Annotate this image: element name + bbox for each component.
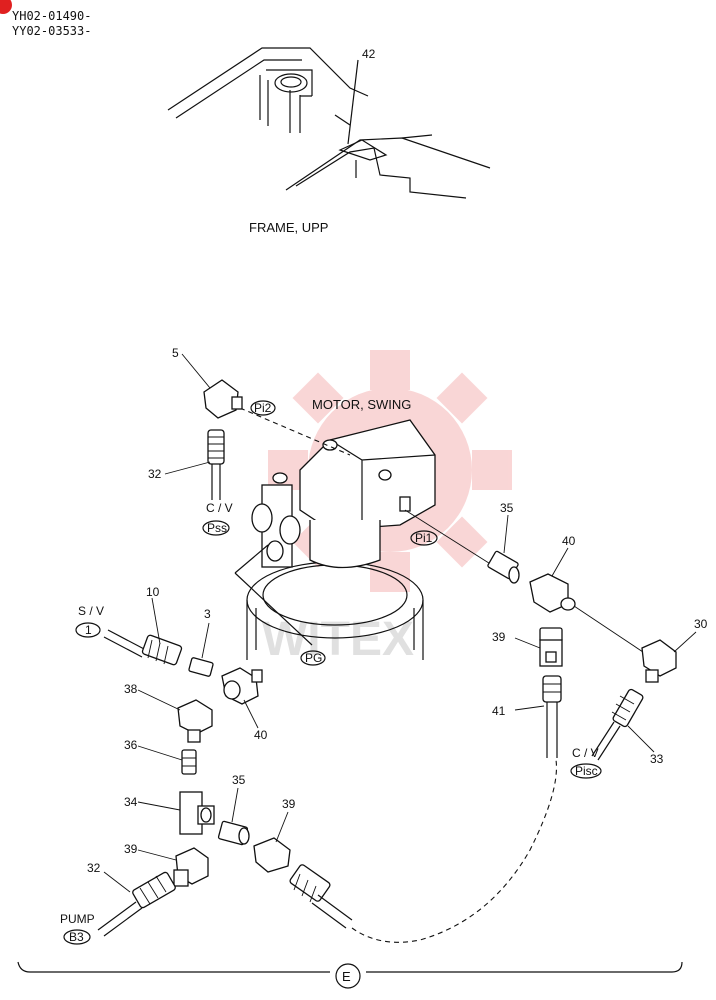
callout-33: 33	[650, 752, 664, 766]
callout-3: 3	[204, 607, 211, 621]
section-bracket-right	[366, 961, 683, 973]
callout-34: 34	[124, 795, 138, 809]
label-sv: S / V	[78, 604, 104, 618]
elbow-fitting-5	[181, 353, 243, 419]
callout-35-mid: 35	[232, 773, 246, 787]
section-bracket-left	[17, 961, 330, 973]
port-tag-pi2: Pi2	[254, 401, 272, 415]
elbow-30	[641, 631, 697, 683]
callout-39-mid: 39	[282, 797, 296, 811]
motor-swing-title: MOTOR, SWING	[312, 397, 411, 412]
callout-40-right: 40	[562, 534, 576, 548]
port-tag-b3-outline	[63, 929, 91, 945]
port-tag-pss-outline	[202, 520, 230, 536]
callout-40-left: 40	[254, 728, 268, 742]
port-tag-1-outline	[75, 622, 101, 638]
frame-upper-view	[167, 47, 491, 199]
elbow-40-left	[221, 667, 263, 729]
serial-number-1: YH02-01490-	[12, 9, 91, 23]
tee-34	[137, 791, 215, 835]
elbow-40-right	[529, 547, 647, 655]
port-tag-pi2-outline	[250, 400, 276, 416]
callout-32-lower: 32	[87, 861, 101, 875]
port-tag-pg: PG	[305, 651, 322, 665]
label-cv-top: C / V	[206, 501, 233, 515]
port-tag-pg-outline	[300, 650, 326, 666]
corner-badge	[0, 0, 12, 14]
callout-30: 30	[694, 617, 708, 631]
callout-10: 10	[146, 585, 160, 599]
section-marker-e: E	[342, 969, 351, 984]
callout-39-right: 39	[492, 630, 506, 644]
port-tag-b3: B3	[69, 930, 84, 944]
label-cv-right: C / V	[572, 746, 599, 760]
callout-41: 41	[492, 704, 506, 718]
hose-32-upper	[164, 429, 225, 500]
elbow-39-lower	[137, 847, 209, 887]
callout-36: 36	[124, 738, 138, 752]
callout-35-right: 35	[500, 501, 514, 515]
callout-38: 38	[124, 682, 138, 696]
hose-33	[591, 688, 655, 761]
adapter-35-right	[487, 514, 520, 584]
hose-middle-lower	[289, 864, 353, 929]
label-pump: PUMP	[60, 912, 95, 926]
watermark-text: WITEX	[262, 613, 414, 666]
hose-return-dashed	[351, 759, 558, 943]
callout-5: 5	[172, 346, 179, 360]
section-marker-circle	[335, 963, 361, 989]
port-tag-1: 1	[85, 623, 92, 637]
swivel-39-mid	[253, 811, 291, 873]
adapter-35-mid	[217, 787, 250, 846]
elbow-38	[137, 689, 213, 743]
port-tag-pi1: Pi1	[415, 531, 433, 545]
frame-upp-title: FRAME, UPP	[249, 220, 328, 235]
hose-10	[103, 597, 183, 666]
port-tag-pi1-outline	[410, 530, 438, 546]
callout-42: 42	[362, 47, 376, 61]
callout-39-lower: 39	[124, 842, 138, 856]
swivel-39-right	[514, 627, 563, 667]
hose-32-lower	[97, 871, 176, 937]
port-tag-pisc-outline	[570, 763, 602, 779]
nipple-36	[137, 745, 197, 775]
hose-41	[514, 675, 562, 758]
callout-32-upper: 32	[148, 467, 162, 481]
port-tag-pisc: Pisc	[575, 764, 598, 778]
nipple-3	[188, 622, 214, 677]
port-tag-pss: Pss	[207, 521, 227, 535]
serial-number-2: YY02-03533-	[12, 24, 91, 38]
